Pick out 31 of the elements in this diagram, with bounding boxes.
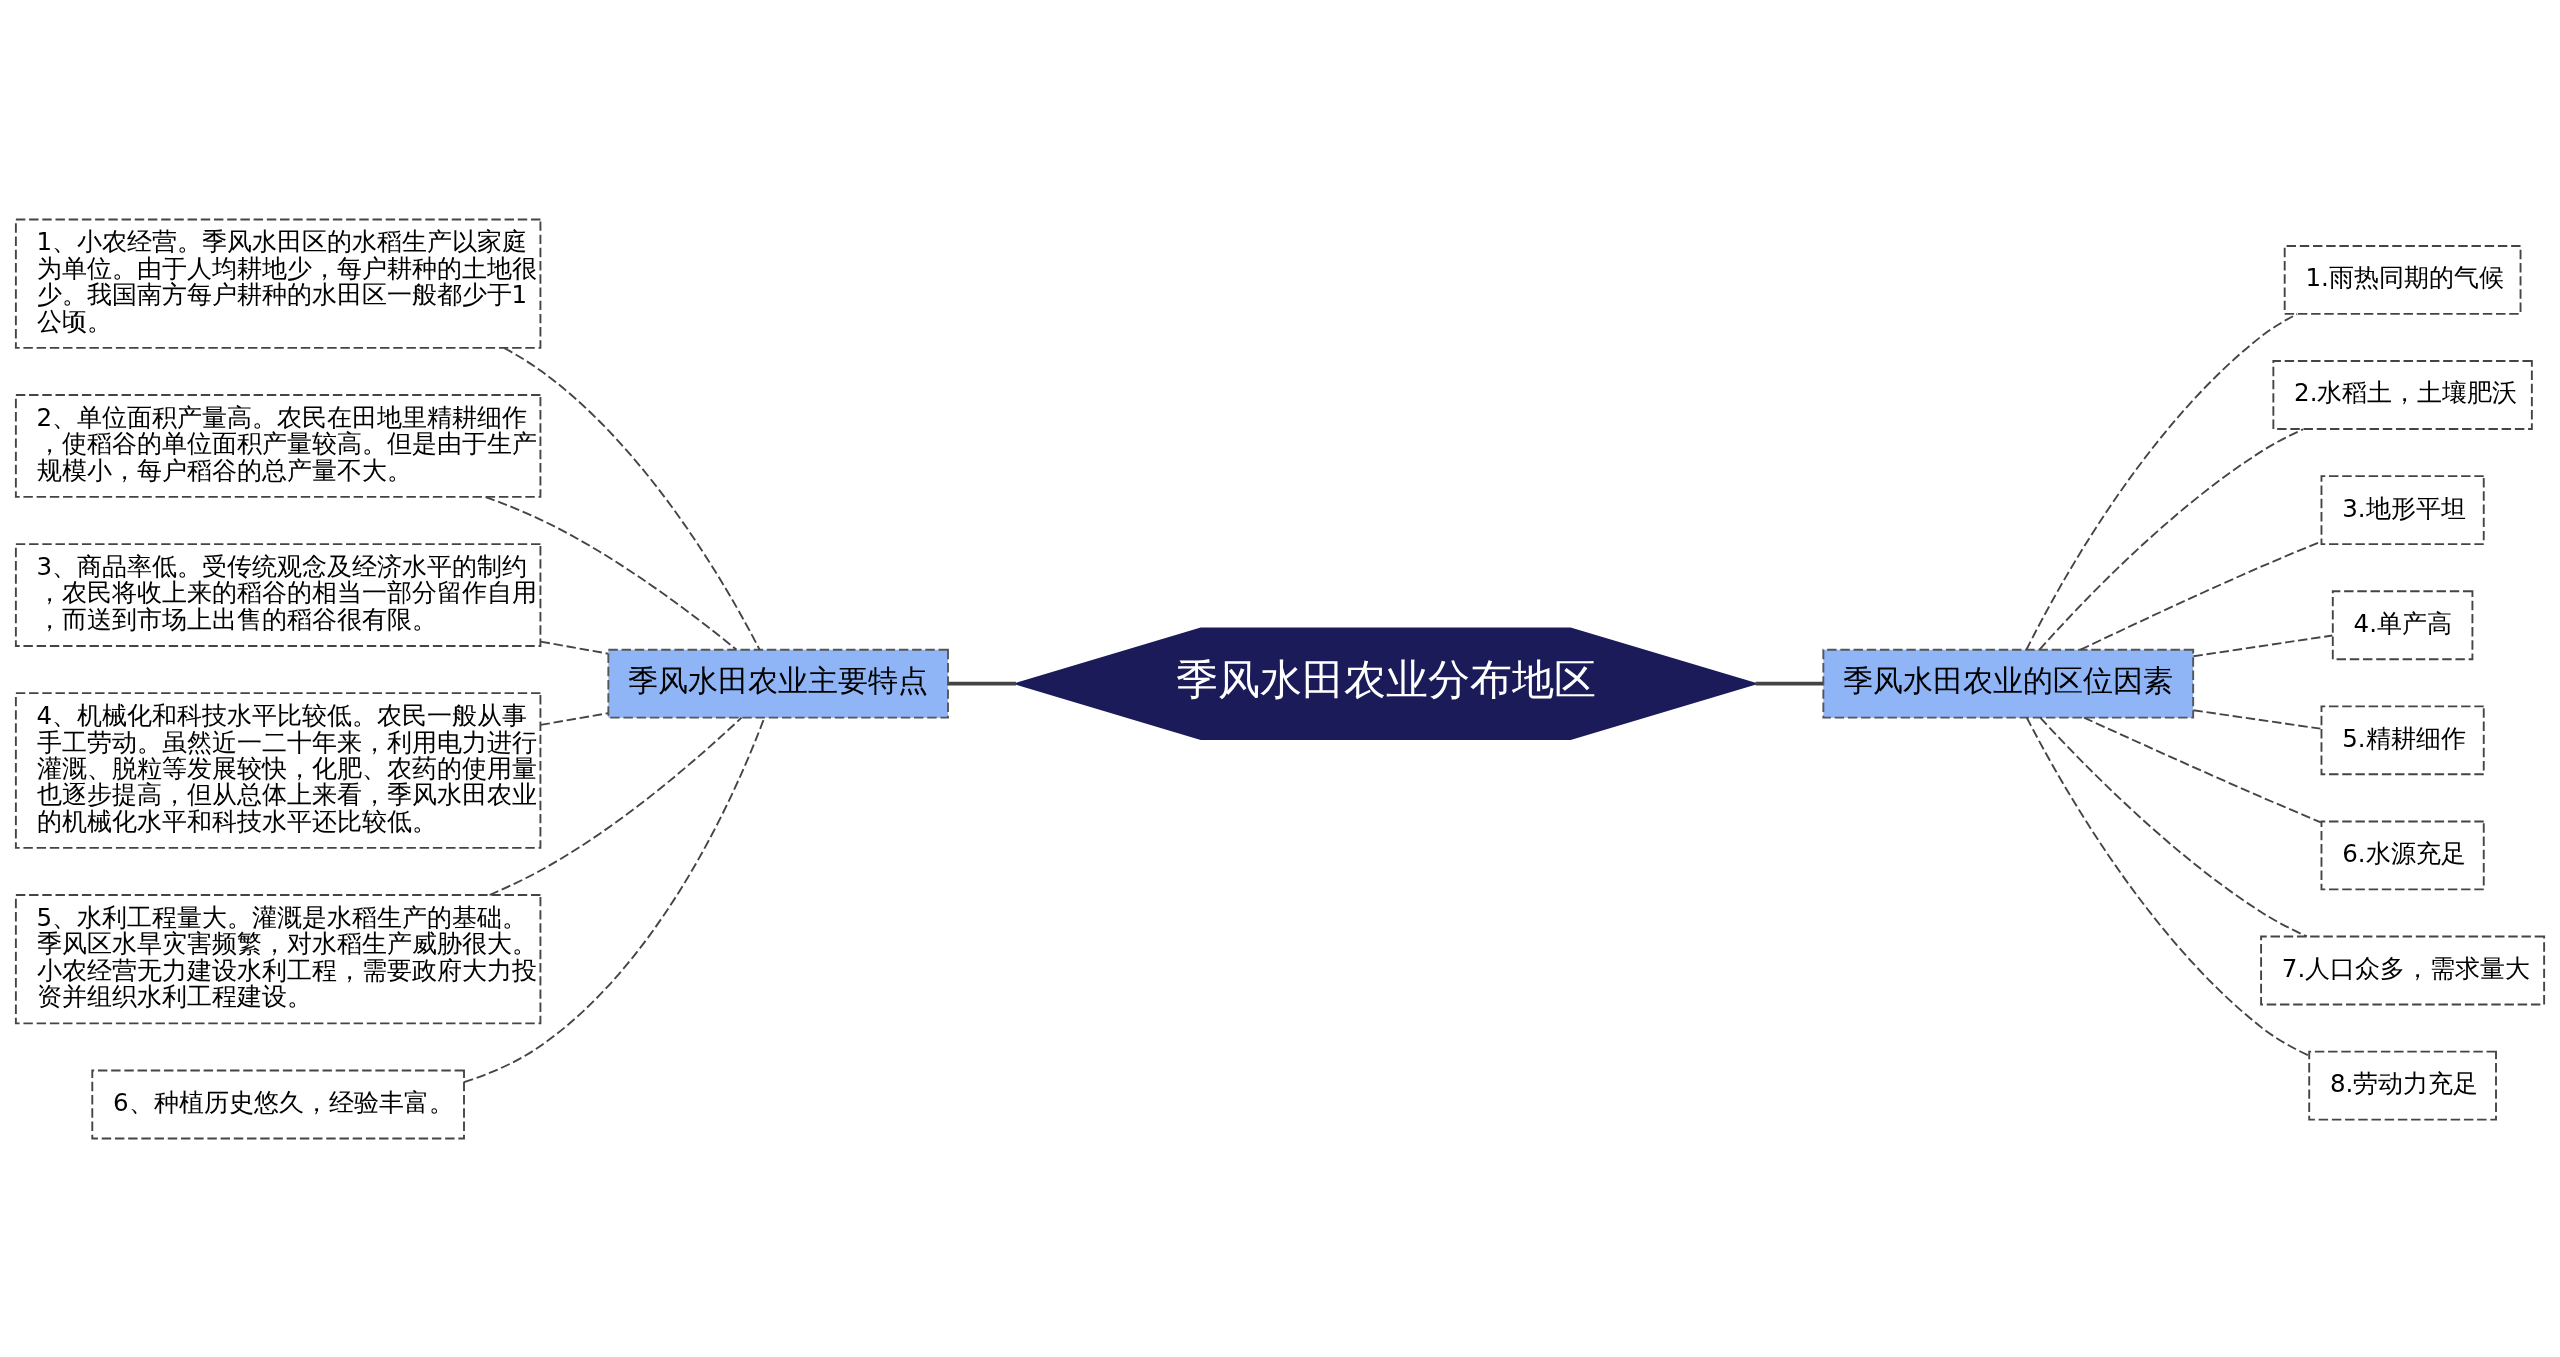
node-box: 5、水利工程量大。灌溉是水稻生产的基础。季风区水旱灾害频繁，对水稻生产威胁很大。小农经营无力建设水利工程，需要政府大力投资并组织水利工程建设。: [14, 893, 542, 1024]
node-box: 6、种植历史悠久，经验丰富。: [91, 1069, 465, 1139]
connector: [484, 495, 738, 651]
node-box: 4、机械化和科技水平比较低。农民一般从事手工劳动。虽然近一二十年来，利用电力进行灌溉、脱粒等发展较快，化肥、农药的使用量也逐步提高，但从总体上来看，季风水田农业的机械化水平和科技水平还比较低。: [14, 691, 542, 849]
connector: [2192, 634, 2334, 657]
node-box: 季风水田农业主要特点: [607, 648, 949, 719]
connector: [1755, 681, 1823, 686]
connector: [2038, 427, 2304, 651]
node-box: 1.雨热同期的气候: [2283, 244, 2522, 315]
connector: [2025, 716, 2310, 1056]
node-box: 季风水田农业的区位因素: [1822, 648, 2195, 719]
connector: [488, 716, 743, 896]
node-box: 8.劳动力充足: [2308, 1050, 2497, 1121]
node-box: 5.精耕细作: [2320, 704, 2485, 775]
node-box: 2.水稻土，土壤肥沃: [2272, 359, 2533, 430]
node-box: 4.单产高: [2331, 589, 2474, 660]
node-box: 3.地形平坦: [2320, 474, 2485, 545]
connector: [463, 716, 766, 1083]
node-box: 3、商品率低。受传统观念及经济水平的制约，农民将收上来的稻谷的相当一部分留作自用，而送到市场上出售的稻谷很有限。: [14, 542, 542, 647]
node-box: 6.水源充足: [2320, 820, 2485, 890]
connector: [2192, 708, 2323, 730]
connector: [539, 640, 610, 655]
node-box: 2、单位面积产量高。农民在田地里精耕细作，使稻谷的单位面积产量较高。但是由于生产规模小，每户稻谷的总产量不大。: [14, 393, 542, 498]
connector: [2083, 716, 2322, 823]
node-box: 7.人口众多，需求量大: [2260, 935, 2546, 1005]
connector: [948, 681, 1016, 686]
connector: [2039, 716, 2308, 937]
connector: [503, 346, 761, 651]
node-box: 1、小农经营。季风水田区的水稻生产以家庭为单位。由于人均耕地少，每户耕种的土地很少。我国南方每户耕种的水田区一般都少于1公顷。: [14, 218, 542, 349]
connector: [2025, 312, 2299, 651]
connector: [539, 711, 610, 726]
